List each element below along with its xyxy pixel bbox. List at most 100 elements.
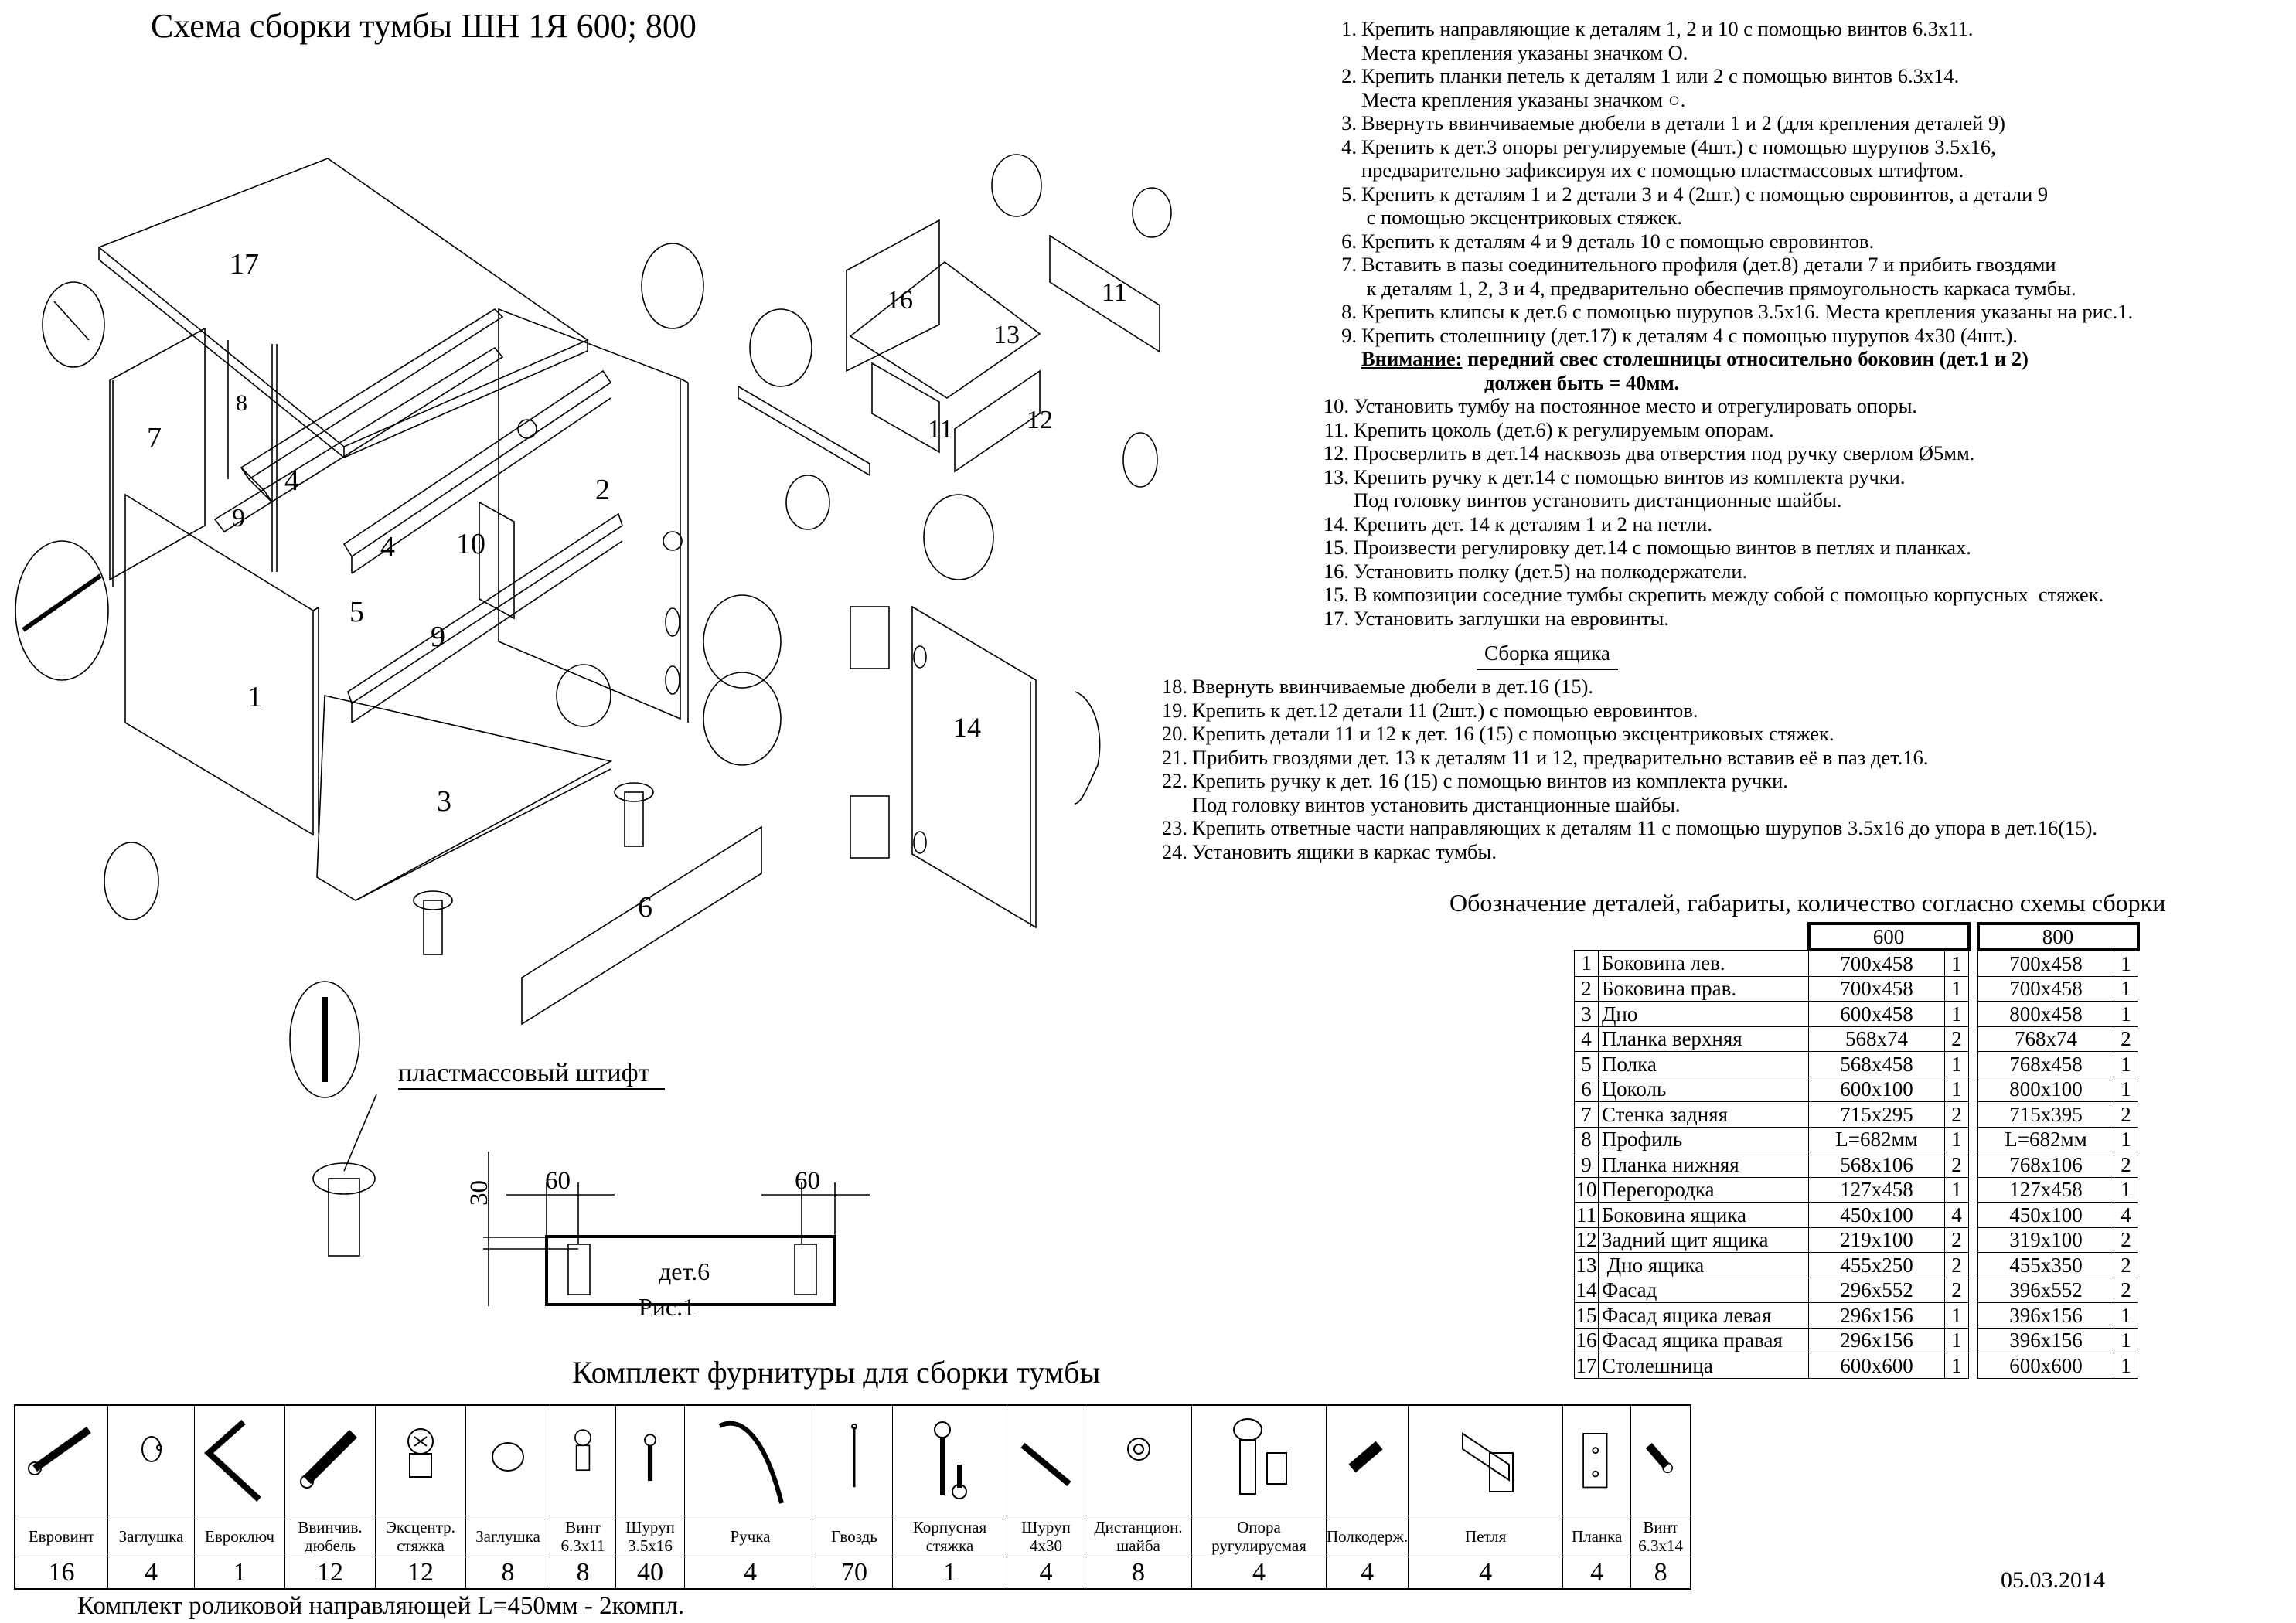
hardware-item-count: 12: [284, 1557, 376, 1590]
hardware-item-cell: [14, 1404, 108, 1516]
quantity-600: 2: [1944, 1152, 1969, 1178]
part-label-4: 4: [284, 464, 299, 497]
hardware-item-count: 1: [892, 1557, 1007, 1590]
hardware-item-cell: [375, 1404, 466, 1516]
hardware-item-spec: стяжка: [397, 1536, 445, 1555]
dimensions-800: 600х600: [1977, 1352, 2114, 1379]
hardware-item-cell: [107, 1404, 195, 1516]
hardware-item-label: Заглушка: [107, 1516, 195, 1557]
hardware-item-name: Ручка: [730, 1527, 771, 1546]
hardware-item-count: 4: [684, 1557, 816, 1590]
quantity-800: 1: [2114, 1051, 2138, 1077]
worktop-part: [97, 158, 589, 458]
hardware-item-spec: ругулирусмая: [1211, 1536, 1306, 1555]
part-label-11: 11: [928, 415, 953, 444]
part-number: 10: [1574, 1176, 1599, 1203]
hardware-item-name: Евроключ: [205, 1527, 274, 1546]
screw-6x11-icon: [574, 1428, 591, 1471]
dimensions-800: 127х458: [1977, 1176, 2114, 1203]
quantity-800: 2: [2114, 1252, 2138, 1278]
document-date: 05.03.2014: [2001, 1567, 2105, 1593]
part-name: Полка: [1598, 1051, 1809, 1077]
instruction-step: 6.Крепить к деталям 4 и 9 деталь 10 с по…: [1341, 229, 1875, 253]
hardware-item-count: 70: [816, 1557, 893, 1590]
dimensions-800: 319х100: [1977, 1227, 2114, 1253]
quantity-800: 2: [2114, 1026, 2138, 1052]
hardware-item-spec: 3.5х16: [628, 1536, 673, 1555]
quantity-600: 2: [1944, 1101, 1969, 1128]
instruction-step: 9.Крепить столешницу (дет.17) к деталям …: [1341, 323, 2018, 347]
hex-key-icon: [204, 1419, 261, 1502]
parts-table-header: 600 800: [1575, 922, 2140, 951]
column-gap: [1968, 1026, 1978, 1052]
mounting-plate-icon: [1582, 1432, 1608, 1488]
dimensions-800: 768х74: [1977, 1026, 2114, 1052]
instruction-step: 0 с помощью эксцентриковых стяжек.: [1361, 206, 1683, 229]
quantity-600: 2: [1944, 1026, 1969, 1052]
quantity-800: 4: [2114, 1202, 2138, 1228]
column-gap: [1968, 1252, 1978, 1278]
hardware-item-name: Дистанцион.: [1094, 1518, 1183, 1536]
part-number: 14: [1574, 1277, 1599, 1303]
hardware-item-spec: 6.3х14: [1638, 1536, 1684, 1555]
hardware-item-label: Евроключ: [194, 1516, 285, 1557]
hardware-item-label: Эксцентр.стяжка: [375, 1516, 466, 1557]
hardware-item-name: Ввинчив.: [298, 1518, 363, 1536]
hardware-item-cell: [1408, 1404, 1564, 1516]
instruction-step: 12.Просверлить в дет.14 насквозь два отв…: [1323, 441, 1975, 464]
cap-icon: [141, 1435, 162, 1462]
hardware-item-name: Винт: [1643, 1518, 1678, 1536]
adjustable-leg-icon: [1232, 1417, 1287, 1495]
assembly-instructions: 1.Крепить направляющие к деталям 1, 2 и …: [1320, 17, 2133, 630]
part-name: Стенка задняя: [1598, 1101, 1809, 1128]
part-label-17: 17: [230, 248, 259, 281]
hardware-item-spec: стяжка: [925, 1536, 974, 1555]
dimensions-600: L=682мм: [1808, 1126, 1945, 1152]
hardware-item-count: 1: [194, 1557, 285, 1590]
instruction-step: 0предварительно зафиксируя их с помощью …: [1361, 158, 1964, 182]
quantity-600: 2: [1944, 1277, 1969, 1303]
part-number: 15: [1574, 1302, 1599, 1329]
dimensions-800: 450х100: [1977, 1202, 2114, 1228]
part-number: 17: [1574, 1352, 1599, 1379]
hardware-item-cell: [1630, 1404, 1691, 1516]
dimensions-600: 219х100: [1808, 1227, 1945, 1253]
quantity-600: 1: [1944, 1327, 1969, 1353]
dimensions-600: 715х295: [1808, 1101, 1945, 1128]
dimensions-800: 396х156: [1977, 1327, 2114, 1353]
screw-6x14-icon: [1645, 1442, 1674, 1473]
column-header-800: 800: [1976, 922, 2140, 951]
part-label-11: 11: [1102, 278, 1127, 307]
drawer-rail-icon: [738, 385, 870, 477]
instruction-step: 8.Крепить клипсы к дет.6 с помощью шуруп…: [1341, 300, 2134, 323]
part-number: 1: [1574, 949, 1599, 977]
instruction-step: 0Места крепления указаны значком ○.: [1361, 87, 1686, 111]
instruction-step: 15.В композиции соседние тумбы скрепить …: [1323, 583, 2104, 606]
dimensions-800: 768х458: [1977, 1051, 2114, 1077]
hardware-item-label: Заглушка: [465, 1516, 550, 1557]
hardware-item-cell: [892, 1404, 1007, 1516]
drawer-step: 24.Установить ящики в каркас тумбы.: [1161, 839, 1497, 863]
hardware-item-count: 4: [1562, 1557, 1632, 1590]
dimensions-600: 700х458: [1808, 949, 1945, 977]
hardware-item-name: Шуруп: [1021, 1518, 1071, 1536]
hardware-item-label: Евровинт: [14, 1516, 108, 1557]
hardware-item-spec: 6.3х11: [560, 1536, 605, 1555]
column-gap: [1968, 1051, 1978, 1077]
figure-caption: Рис.1: [639, 1293, 696, 1321]
column-gap: [1968, 1352, 1978, 1378]
drawer-step: 0Под головку винтов установить дистанцио…: [1192, 792, 1681, 816]
instruction-step: 3.Ввернуть ввинчиваемые дюбели в детали …: [1341, 111, 2005, 134]
hardware-item-count: 8: [465, 1557, 550, 1590]
hardware-item-name: Петля: [1465, 1527, 1507, 1546]
hardware-item-count: 8: [550, 1557, 616, 1590]
hardware-item-count: 12: [375, 1557, 466, 1590]
